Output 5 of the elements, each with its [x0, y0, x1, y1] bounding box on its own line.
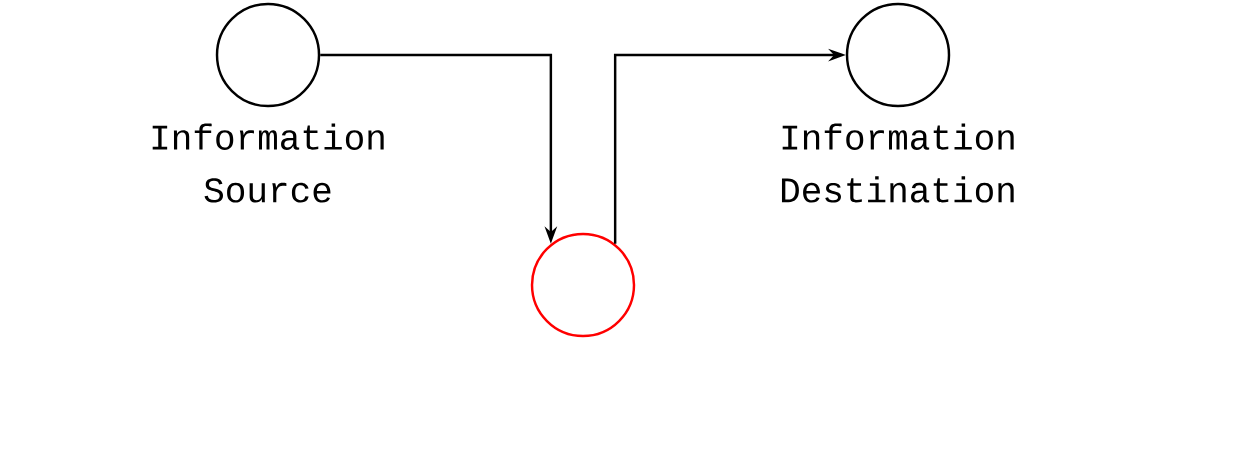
circle-node — [781, 2, 1014, 203]
node-label: Information Source — [152, 123, 384, 203]
circle-node — [152, 2, 384, 203]
node-label: Information Destination — [781, 123, 1014, 203]
circle-node — [530, 232, 636, 338]
